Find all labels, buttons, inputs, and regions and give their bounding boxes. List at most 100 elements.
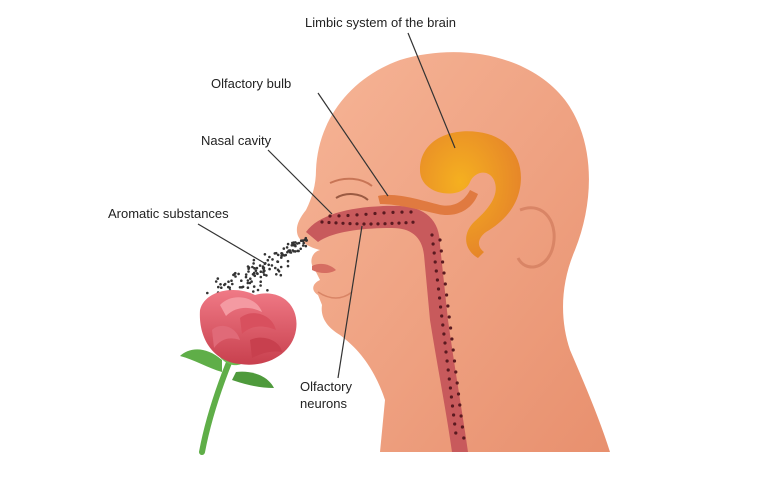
leader-nasal — [267, 149, 333, 215]
aroma-dot — [247, 267, 250, 271]
neuron-dot — [452, 413, 456, 417]
rose-leaf-right — [232, 371, 274, 388]
neuron-dot — [450, 404, 455, 408]
aroma-dot — [304, 236, 308, 240]
aroma-dot — [265, 274, 268, 277]
aroma-dot — [244, 273, 248, 276]
neuron-dot — [348, 222, 352, 226]
aroma-dot — [266, 289, 269, 292]
neuron-dot — [434, 269, 438, 273]
aroma-dot — [246, 286, 250, 290]
aroma-dot — [253, 274, 256, 277]
neuron-dot — [346, 213, 350, 218]
neuron-dot — [450, 337, 454, 341]
aroma-dot — [231, 282, 234, 286]
aroma-dot — [276, 253, 280, 257]
aroma-dot — [240, 286, 244, 289]
aroma-dot — [246, 281, 250, 285]
aroma-dot — [206, 291, 209, 295]
aroma-dot — [217, 285, 220, 289]
aroma-dot — [249, 277, 252, 281]
aroma-dot — [255, 266, 259, 270]
neuron-dot — [433, 260, 437, 264]
neuron-dot — [448, 386, 452, 390]
aroma-dot — [285, 246, 289, 249]
neuron-dot — [383, 222, 387, 226]
aroma-dot — [284, 253, 288, 257]
aroma-dot — [258, 264, 262, 267]
aroma-dot — [277, 270, 281, 273]
nasal-passage — [306, 205, 468, 452]
leader-bulb — [317, 92, 389, 197]
label-olfactory-bulb: Olfactory bulb — [211, 76, 291, 91]
aroma-dot — [247, 270, 250, 273]
rose-stem — [199, 357, 233, 455]
label-nasal-cavity: Nasal cavity — [201, 133, 272, 148]
olfactory-bulb — [378, 190, 478, 216]
aroma-dot — [268, 255, 271, 259]
neuron-dot — [449, 326, 453, 330]
neuron-dot — [443, 282, 447, 286]
aroma-dot — [301, 244, 305, 247]
aroma-dot — [246, 279, 250, 282]
aroma-dot — [267, 263, 271, 267]
aroma-dot — [279, 273, 283, 277]
aroma-dot — [252, 271, 256, 275]
neuron-dot — [438, 238, 442, 242]
aroma-dot — [291, 242, 295, 246]
aroma-dot — [301, 239, 305, 242]
neuron-dot — [355, 213, 359, 217]
aroma-dot — [219, 283, 222, 286]
aroma-dot — [240, 279, 243, 283]
aroma-dot — [299, 247, 303, 251]
aroma-dot — [256, 288, 260, 292]
neuron-dot — [449, 395, 453, 399]
aroma-dot — [234, 271, 237, 275]
rose-bloom — [199, 290, 297, 365]
aroma-dot — [297, 249, 300, 253]
neuron-dot — [460, 425, 464, 429]
neuron-dot — [439, 305, 443, 309]
aroma-dot — [304, 244, 308, 248]
lips — [312, 263, 336, 273]
aroma-dot — [274, 251, 278, 255]
neuron-dot — [327, 220, 331, 225]
aroma-dot — [237, 272, 240, 276]
limbic-system — [420, 131, 521, 258]
aroma-dot — [228, 286, 231, 290]
leader-aromatic — [197, 223, 267, 265]
aroma-dot — [293, 243, 297, 247]
aroma-dot — [296, 242, 299, 245]
aroma-dot — [252, 285, 256, 288]
aroma-dot — [280, 254, 283, 257]
neuron-dot — [435, 278, 439, 282]
neuron-dot — [447, 377, 451, 381]
aroma-dot — [289, 251, 293, 254]
aroma-dot — [252, 290, 255, 293]
leader-neurons — [337, 225, 363, 379]
aroma-dot — [252, 258, 256, 262]
neuron-dot — [328, 214, 332, 218]
rose-leaf-left — [180, 349, 222, 372]
neuron-dot — [456, 392, 461, 396]
aroma-dot — [252, 262, 255, 265]
neuron-dot — [409, 210, 413, 214]
neuron-dot — [442, 332, 446, 336]
eye — [335, 193, 369, 201]
label-aromatic-substances: Aromatic substances — [108, 206, 229, 221]
aroma-dot — [254, 269, 258, 273]
aroma-dot — [275, 273, 278, 276]
neuron-dot — [436, 287, 441, 291]
neuron-dot — [431, 242, 435, 246]
aroma-dot — [261, 265, 265, 268]
aroma-dot — [271, 258, 274, 261]
aroma-dot — [259, 270, 263, 274]
aroma-dot — [302, 241, 306, 245]
aroma-dot — [232, 273, 235, 277]
neuron-dot — [439, 249, 443, 253]
aroma-dot — [294, 250, 297, 253]
neuron-dot — [341, 221, 345, 225]
leader-lines — [197, 32, 456, 379]
neuron-dot — [446, 304, 450, 308]
neuron-dot — [459, 414, 463, 418]
